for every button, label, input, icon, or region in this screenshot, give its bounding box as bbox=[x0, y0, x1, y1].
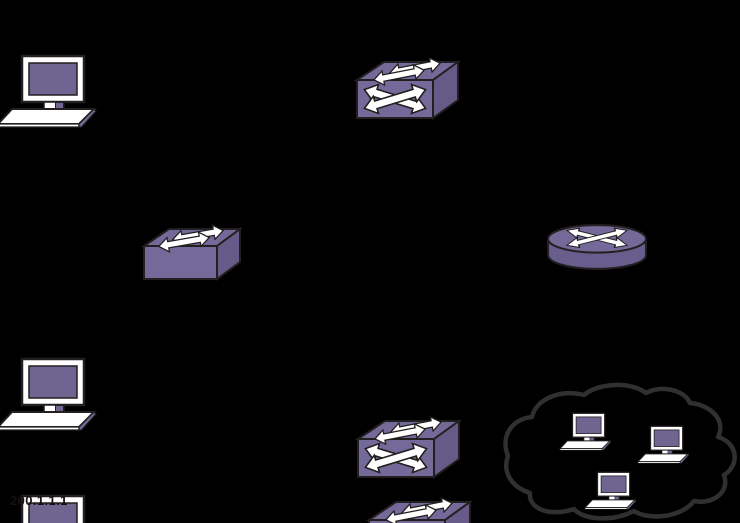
switch-crossbar-bottom-icon bbox=[356, 417, 461, 479]
network-cloud bbox=[498, 381, 740, 523]
switch-crossbar-top-icon bbox=[355, 58, 460, 120]
cloud-workstation-1-icon bbox=[559, 412, 612, 452]
cloud-workstation-2-icon bbox=[637, 425, 690, 465]
cloud-icon bbox=[503, 382, 737, 521]
cloud-workstation-3-icon bbox=[584, 471, 637, 511]
workstation-top-left-icon bbox=[0, 54, 98, 130]
workstation-bottom-left-icon bbox=[0, 357, 98, 433]
ip-address-label: 200.1.1.1 bbox=[10, 493, 68, 508]
router-icon bbox=[546, 221, 648, 273]
switch-edge-left-icon bbox=[142, 226, 242, 281]
switch-crossbar-bottom-partial-icon bbox=[367, 498, 472, 523]
